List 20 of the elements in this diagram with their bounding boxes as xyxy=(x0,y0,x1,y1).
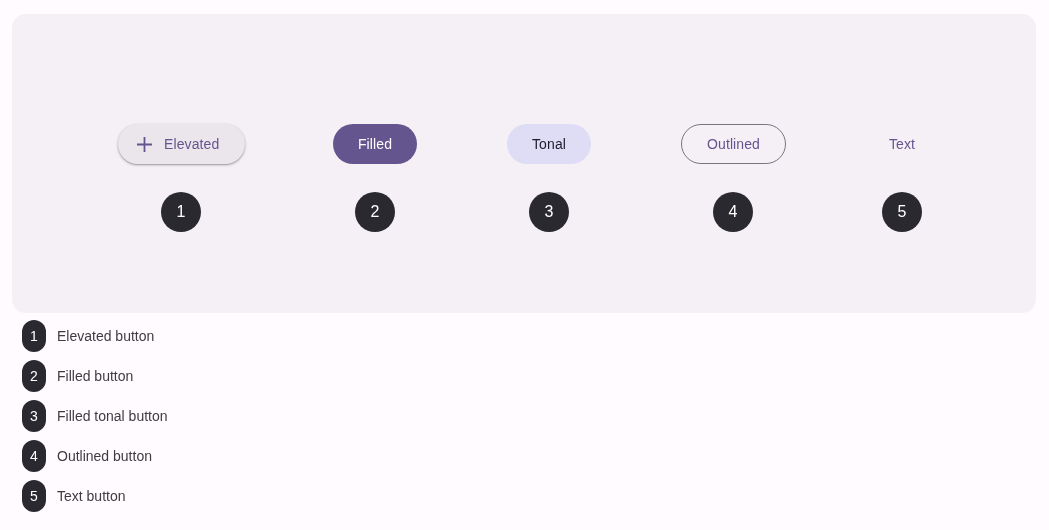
filled-button: Filled xyxy=(333,124,417,164)
callout-number: 1 xyxy=(161,192,201,232)
callout-number: 5 xyxy=(22,480,46,512)
callout-number: 5 xyxy=(882,192,922,232)
callout-number: 3 xyxy=(529,192,569,232)
legend-text: Filled tonal button xyxy=(57,407,168,425)
callout-number: 2 xyxy=(22,360,46,392)
callout-number: 4 xyxy=(22,440,46,472)
callout-number: 1 xyxy=(22,320,46,352)
callout-number: 3 xyxy=(22,400,46,432)
elevated-button: Elevated xyxy=(118,124,245,164)
legend-text: Elevated button xyxy=(57,327,155,345)
demo-panel xyxy=(12,14,1036,313)
callout-number: 4 xyxy=(713,192,753,232)
tonal-button: Tonal xyxy=(507,124,591,164)
legend-text: Text button xyxy=(57,487,126,505)
legend-text: Outlined button xyxy=(57,447,152,465)
text-button: Text xyxy=(880,124,924,164)
callout-number: 2 xyxy=(355,192,395,232)
legend-text: Filled button xyxy=(57,367,134,385)
